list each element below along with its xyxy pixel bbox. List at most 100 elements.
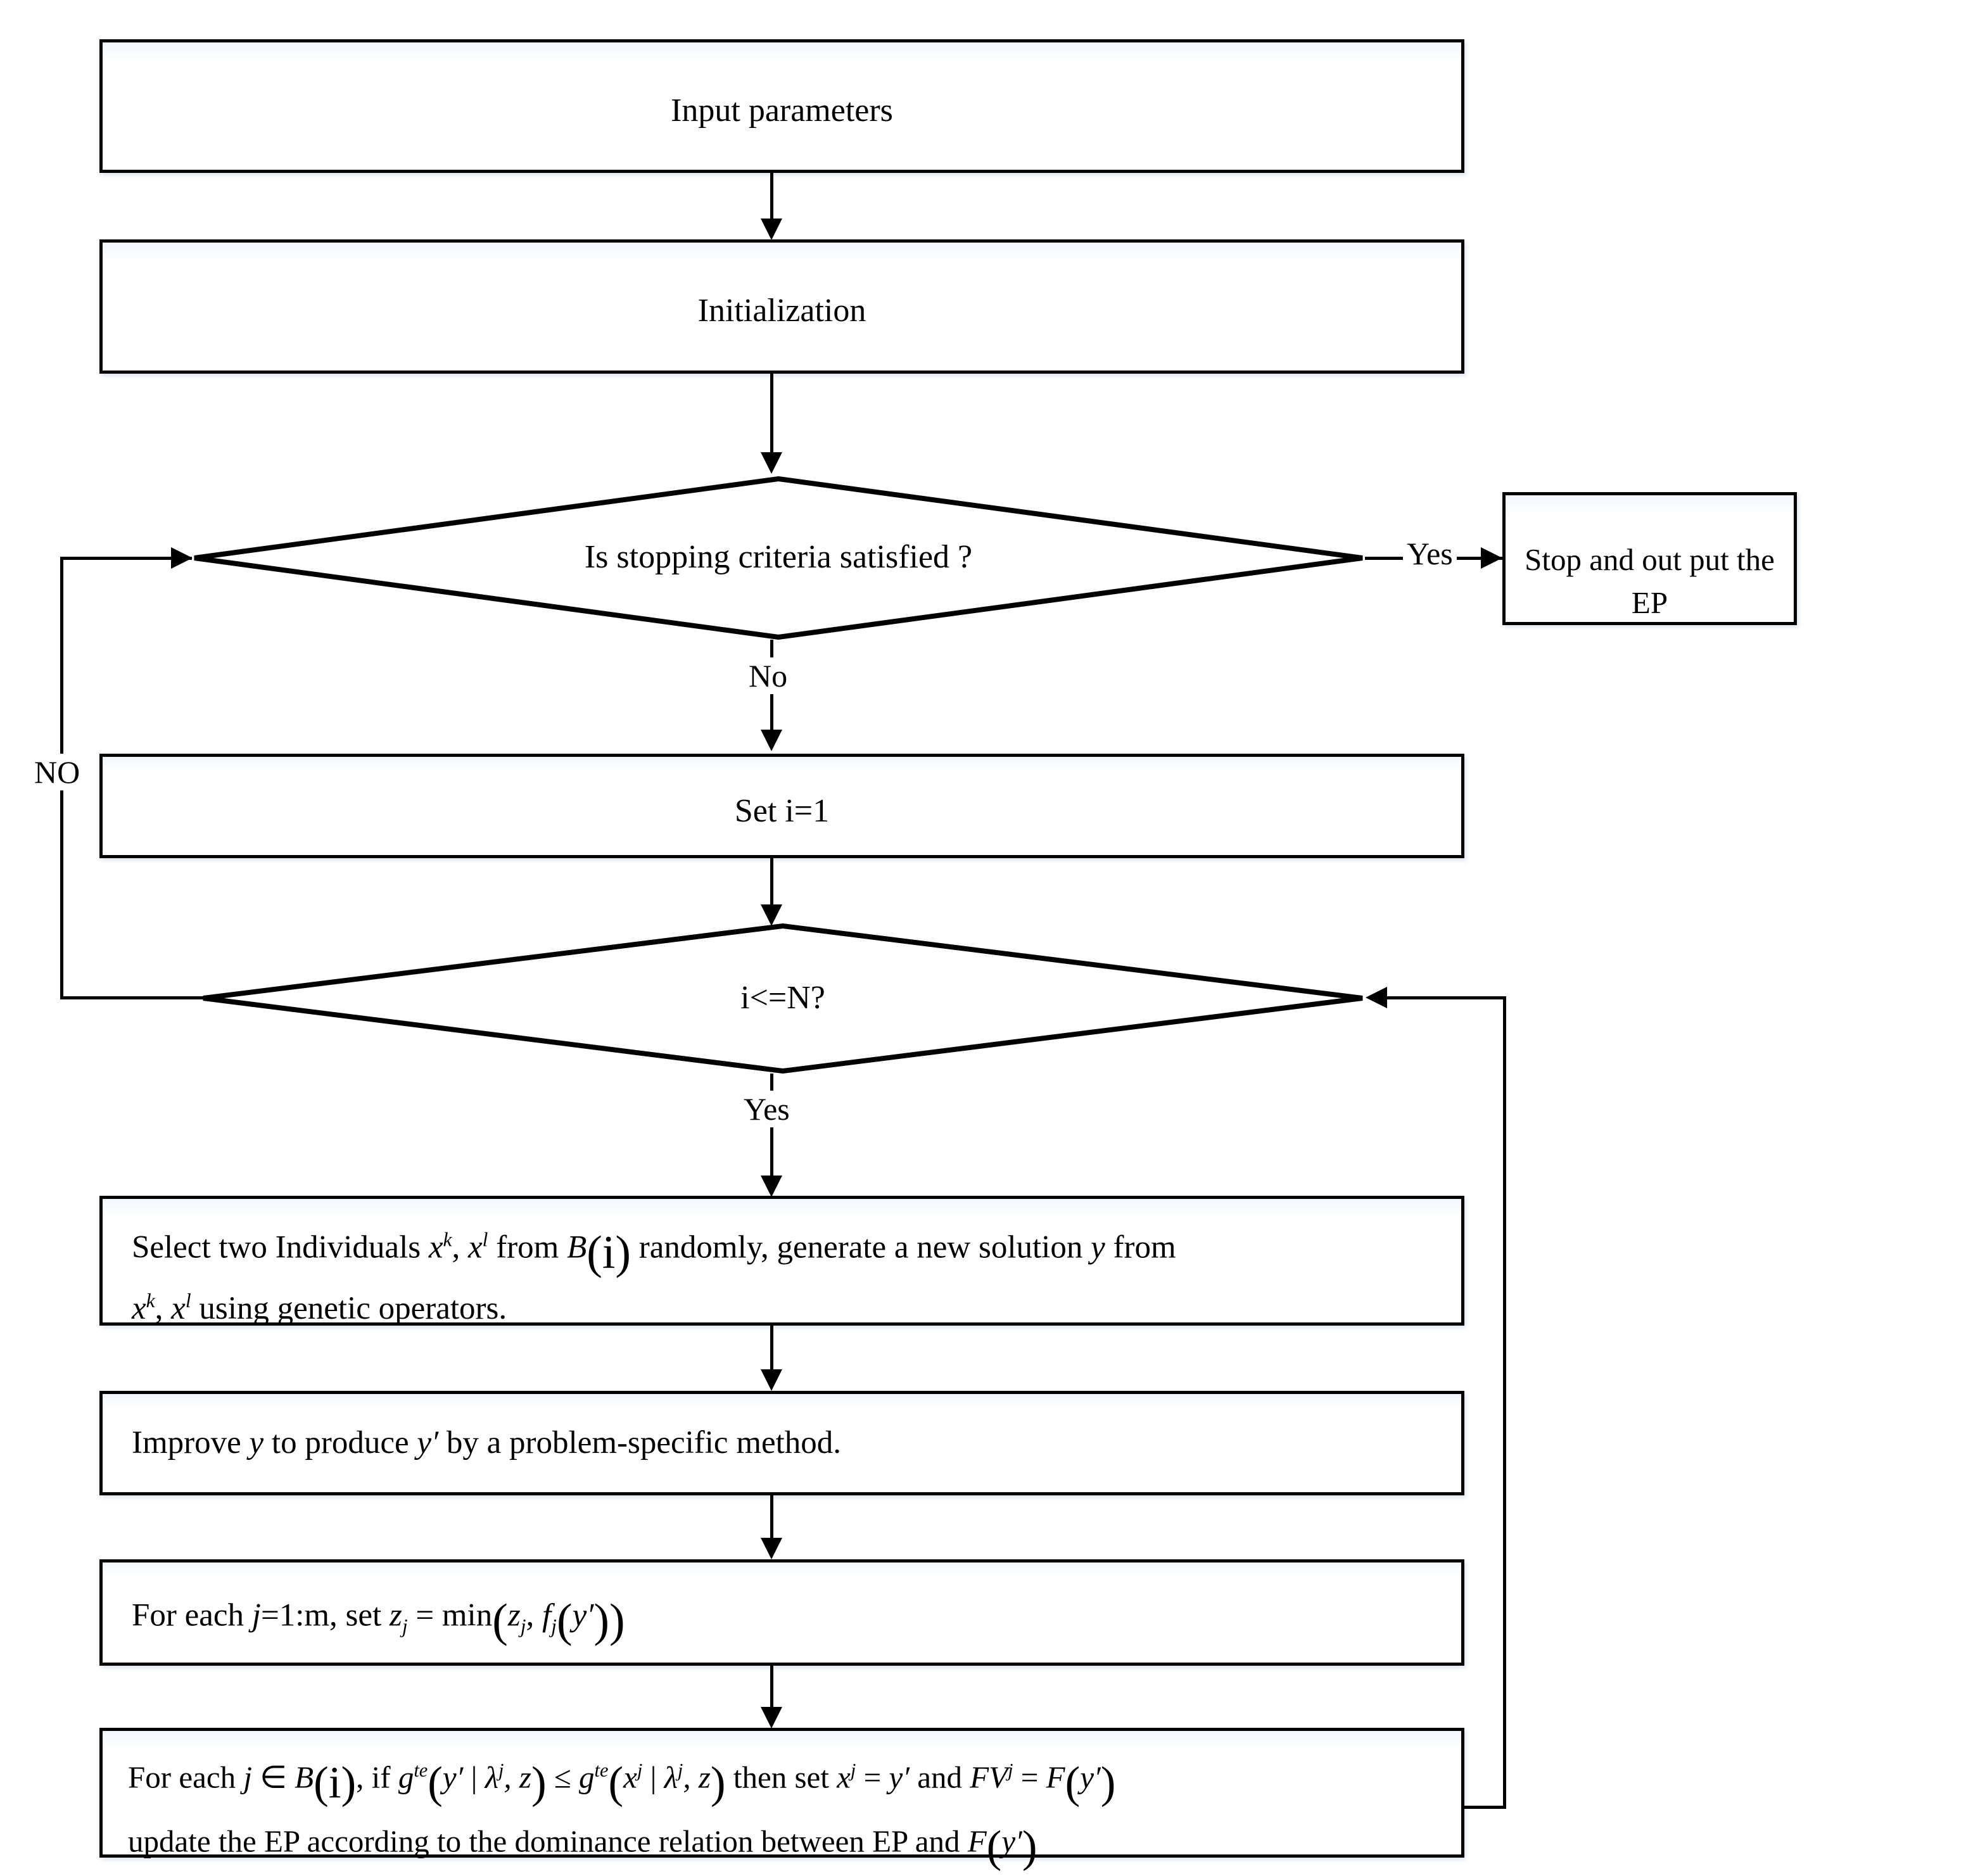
arrowhead-decision2-to-select	[761, 1176, 782, 1197]
upn-l1-open3: (	[1065, 1758, 1081, 1808]
node-select-individuals[interactable]: Select two Individuals xk, xl from B(i) …	[99, 1196, 1464, 1326]
edge-improve-to-updatez	[770, 1495, 773, 1554]
node-stopping-criteria[interactable]: Is stopping criteria satisfied ?	[192, 476, 1365, 640]
updatez-close2: )	[593, 1594, 610, 1646]
select-line1-x1-sup: k	[443, 1228, 452, 1251]
upn-l1-lambda: λ	[485, 1759, 498, 1795]
updatez-min: min	[441, 1597, 493, 1633]
select-line1-a: Select two Individuals	[132, 1229, 429, 1265]
upn-l1-Barg: (i)	[314, 1758, 357, 1808]
updatez-open2: (	[556, 1594, 573, 1646]
upn-l1-g: g	[398, 1759, 414, 1795]
arrowhead-improve-to-updatez	[761, 1538, 782, 1559]
improve-y: y	[249, 1425, 264, 1461]
improve-c: by a problem-specific method.	[438, 1425, 842, 1461]
node-i-le-n[interactable]: i<=N?	[201, 923, 1365, 1074]
upn-l1-bar2: |	[642, 1759, 664, 1795]
edge-seti-to-decision2	[770, 858, 773, 922]
upn-l1-g2: g	[579, 1759, 595, 1795]
updatez-z: z	[389, 1597, 402, 1633]
upn-l1-in: ∈	[251, 1759, 295, 1795]
upn-l1-F: F	[1046, 1759, 1065, 1795]
upn-l1-and: and	[909, 1759, 970, 1795]
node-i-le-n-label: i<=N?	[740, 980, 825, 1016]
updatez-yprime: y′	[572, 1597, 594, 1633]
upn-l1-yprime: y′	[442, 1759, 464, 1795]
arrowhead-input-to-initialization	[761, 219, 782, 240]
arrowhead-decision1-to-seti	[761, 730, 782, 751]
select-line2-x2-sup: l	[185, 1290, 191, 1312]
updatez-b: =1:m, set	[260, 1597, 390, 1633]
upn-l2-open: (	[986, 1822, 1002, 1872]
select-line1-x2: x	[468, 1229, 483, 1265]
upn-l1-yprime3: y′	[1080, 1759, 1101, 1795]
edge-label-yes-from-i-le-n: Yes	[740, 1091, 794, 1127]
edge-loop-left-top	[60, 557, 192, 560]
node-update-z[interactable]: For each j=1:m, set zj = min(zj, fj(y′))	[99, 1559, 1464, 1666]
arrowhead-updatez-to-updateneighbors	[761, 1707, 782, 1728]
upn-l1-x2-sup: j	[850, 1759, 856, 1782]
upn-l1-open2: (	[608, 1758, 624, 1808]
updatez-eq: =	[407, 1597, 442, 1633]
select-line1-x1: x	[428, 1229, 443, 1265]
updatez-open: (	[492, 1594, 508, 1646]
arrowhead-initialization-to-decision1	[761, 452, 782, 474]
edge-updatez-to-updateneighbors	[770, 1666, 773, 1723]
upn-l1-open: (	[428, 1758, 443, 1808]
arrowhead-loop-right-to-i-le-n	[1366, 987, 1387, 1008]
upn-l1-x: x	[623, 1759, 637, 1795]
updatez-z-sub: j	[402, 1614, 408, 1637]
node-stopping-criteria-label: Is stopping criteria satisfied ?	[584, 539, 973, 575]
upn-l1-B: B	[295, 1759, 314, 1795]
edge-loop-left-bottom	[60, 996, 205, 999]
upn-l1-commaz: , z	[504, 1759, 531, 1795]
improve-b: to produce	[263, 1425, 417, 1461]
select-line1-B-arg: (i)	[587, 1226, 631, 1278]
select-line1-y: y	[1091, 1229, 1105, 1265]
select-line1-sep: ,	[452, 1229, 469, 1265]
edge-decision2-to-select	[770, 1074, 773, 1184]
select-line2-sep: ,	[155, 1291, 172, 1326]
updatez-f: f	[542, 1597, 552, 1633]
upn-l1-x-sup: j	[637, 1759, 643, 1782]
edge-select-to-improve	[770, 1326, 773, 1386]
edge-label-no-loop-left: NO	[30, 754, 84, 790]
select-line2-x2: x	[171, 1291, 186, 1326]
improve-a: Improve	[132, 1425, 250, 1461]
updatez-f-sub: j	[551, 1614, 557, 1637]
edge-input-to-initialization	[770, 173, 773, 222]
upn-l2-yprime: y′	[1001, 1823, 1022, 1859]
edge-label-no-from-stopping: No	[745, 657, 792, 694]
node-improve-y[interactable]: Improve y to produce y′ by a problem-spe…	[99, 1391, 1464, 1495]
node-stop-output-ep[interactable]: Stop and out put the EP	[1502, 492, 1797, 625]
upn-l2-F: F	[967, 1823, 987, 1859]
diamond-shape-stopping-criteria	[194, 476, 1363, 640]
updatez-comma: ,	[526, 1597, 542, 1633]
node-improve-y-text: Improve y to produce y′ by a problem-spe…	[103, 1421, 1461, 1465]
upn-l1-g-sup: te	[414, 1759, 428, 1782]
upn-l1-a: For each	[128, 1759, 244, 1795]
upn-l1-FV: FV	[970, 1759, 1008, 1795]
node-initialization[interactable]: Initialization	[99, 239, 1464, 374]
upn-l1-le: ≤	[546, 1759, 580, 1795]
updatez-a: For each	[132, 1597, 252, 1633]
select-line2-x1-sup: k	[146, 1290, 155, 1312]
node-set-i[interactable]: Set i=1	[99, 754, 1464, 858]
arrowhead-loop-left-to-decision1	[171, 547, 193, 569]
upn-l1-close2: )	[710, 1758, 726, 1808]
node-stop-output-ep-label: Stop and out put the EP	[1525, 542, 1775, 620]
updatez-z2-sub: j	[520, 1614, 526, 1637]
select-line1-c: randomly, generate a new solution	[631, 1229, 1091, 1265]
diamond-shape-i-le-n	[203, 923, 1363, 1074]
upn-l2-a: update the EP according to the dominance…	[128, 1823, 968, 1859]
node-select-individuals-text: Select two Individuals xk, xl from B(i) …	[103, 1219, 1461, 1331]
upn-l2-close: )	[1022, 1822, 1037, 1872]
select-line1-b: from	[488, 1229, 568, 1265]
node-input-parameters[interactable]: Input parameters	[99, 39, 1464, 173]
node-update-neighbors[interactable]: For each j ∈ B(i), if gte(y′ | λj, z) ≤ …	[99, 1728, 1464, 1872]
edge-loop-right-vertical	[1503, 996, 1506, 1809]
arrowhead-seti-to-decision2	[761, 904, 782, 926]
improve-yprime: y′	[417, 1425, 439, 1461]
arrowhead-select-to-improve	[761, 1369, 782, 1391]
upn-l1-bar: |	[463, 1759, 485, 1795]
